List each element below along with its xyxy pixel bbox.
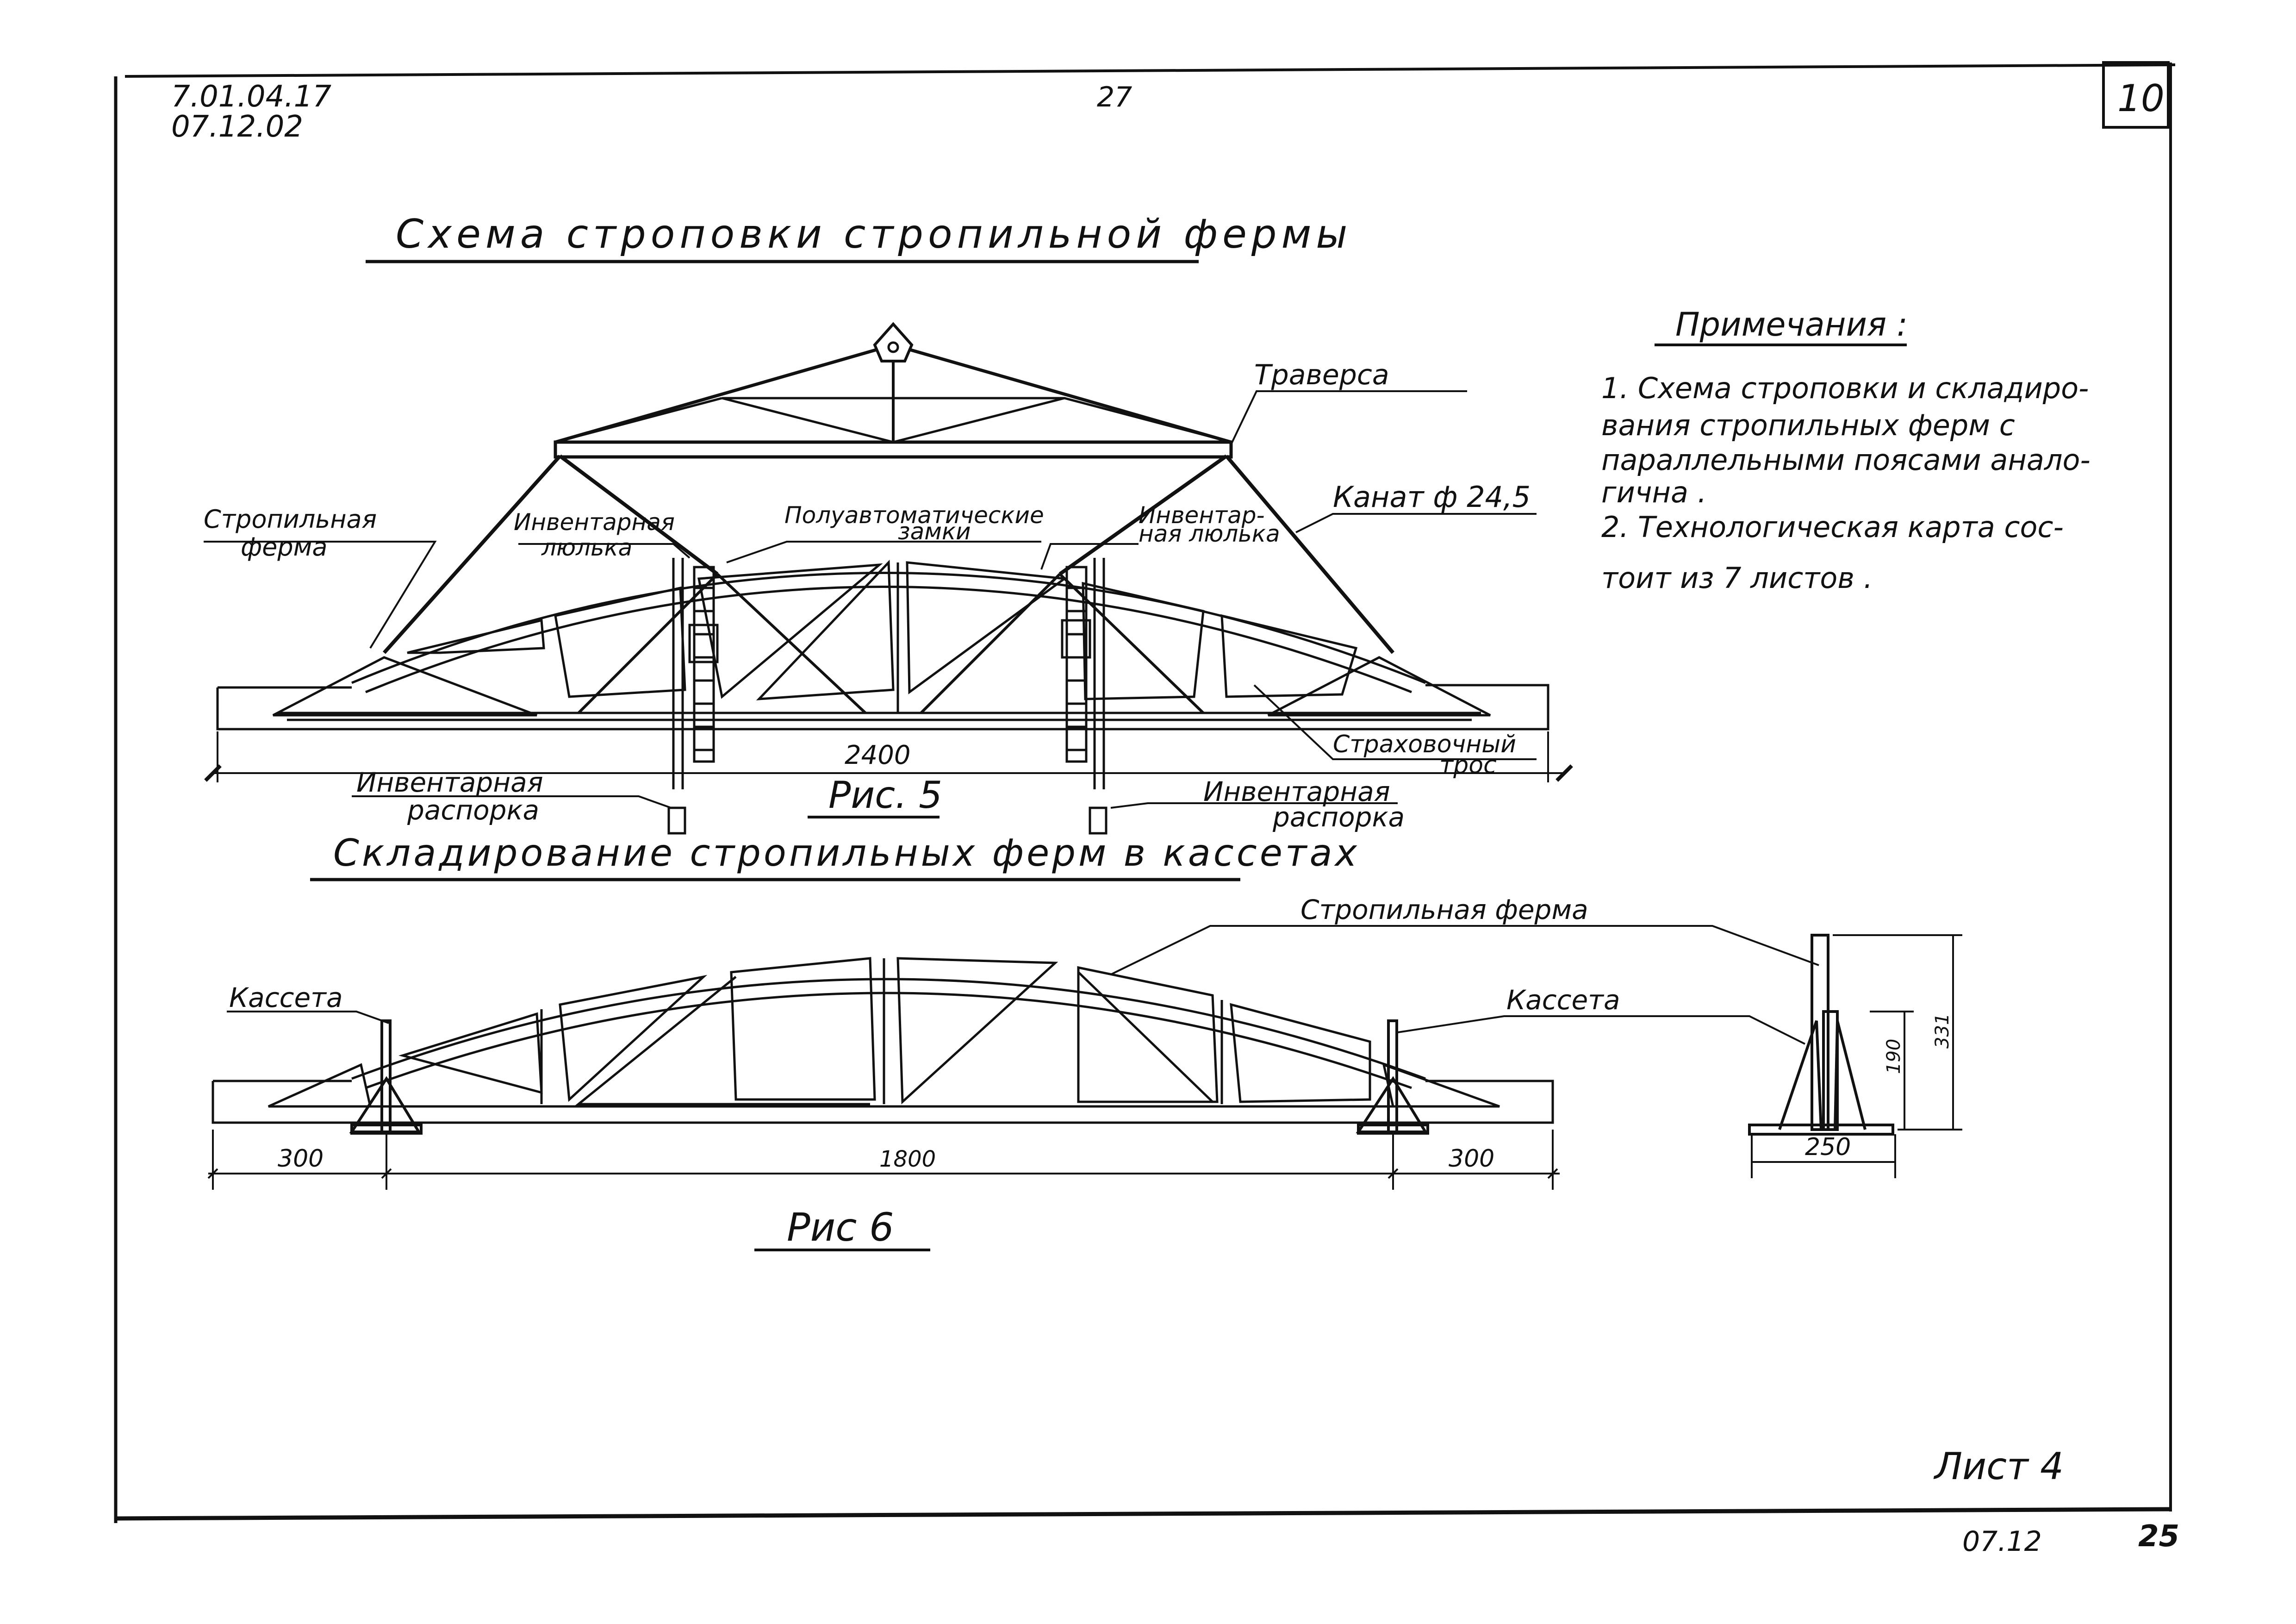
fig6-title: Складирование стропильных ферм в кассета… bbox=[333, 831, 1360, 874]
fig6-leaders bbox=[227, 925, 1819, 1045]
fig6-cassette-left bbox=[349, 1019, 423, 1135]
label-fig6-truss: Стропильная ферма bbox=[1300, 894, 1588, 925]
fig5-dimension-value: 2400 bbox=[845, 740, 911, 770]
fig6-dim-left: 300 bbox=[278, 1145, 324, 1173]
fig6-cassette-side-view bbox=[1748, 934, 1894, 1136]
fig6-dim-middle: 1800 bbox=[879, 1146, 936, 1172]
label-cassette-left: Кассета bbox=[229, 982, 343, 1013]
label-traverse: Траверса bbox=[1254, 359, 1389, 391]
fig5-dimension bbox=[204, 731, 1573, 782]
fig5-traverse bbox=[554, 322, 1233, 459]
notes-title: Примечания : bbox=[1675, 306, 1908, 344]
footer-number: 25 bbox=[2138, 1519, 2179, 1554]
notes-line-3: параллельными поясами анало- bbox=[1601, 443, 2091, 477]
label-cradle-right-2: ная люлька bbox=[1139, 520, 1280, 547]
fig5-slings bbox=[383, 454, 1395, 714]
fig6-caption: Рис 6 bbox=[787, 1205, 894, 1250]
fig5-truss bbox=[216, 559, 1549, 731]
label-rope: Канат ф 24,5 bbox=[1333, 480, 1531, 514]
label-cradle-left-2: люлька bbox=[541, 534, 632, 561]
label-safety-rope-1: Страховочный bbox=[1333, 731, 1516, 758]
label-cradle-right-1: Инвентар- bbox=[1139, 502, 1265, 529]
label-spacer-right-2: распорка bbox=[1272, 801, 1405, 833]
footer-date: 07.12 bbox=[1962, 1525, 2042, 1558]
footer-sheet: Лист 4 bbox=[1933, 1445, 2064, 1488]
label-cradle-left-1: Инвентарная bbox=[514, 509, 675, 536]
notes-line-4: гична . bbox=[1601, 475, 1706, 509]
fig6-dim-outer-height: 331 bbox=[1932, 1013, 1953, 1049]
fig5-cradle-right bbox=[1061, 558, 1108, 835]
label-locks-2: замки bbox=[898, 518, 971, 545]
notes-line-1: 1. Схема строповки и складиро- bbox=[1601, 371, 2089, 405]
label-truss-1: Стропильная bbox=[204, 505, 377, 534]
notes-line-5: 2. Технологическая карта сос- bbox=[1601, 510, 2064, 544]
fig5-leaders bbox=[204, 390, 1537, 809]
doc-date: 07.12.02 bbox=[171, 110, 303, 144]
label-truss-2: ферма bbox=[241, 532, 328, 562]
corner-mark: 10 bbox=[2117, 77, 2165, 120]
label-spacer-right-1: Инвентарная bbox=[1203, 776, 1390, 807]
fig5-caption: Рис. 5 bbox=[828, 774, 942, 817]
fig6-dim-right: 300 bbox=[1449, 1145, 1494, 1173]
fig6-cassette-right bbox=[1356, 1019, 1429, 1135]
fig6-dimension-line bbox=[207, 1130, 1560, 1190]
label-spacer-left-1: Инвентарная bbox=[356, 767, 543, 798]
label-cassette-right: Кассета bbox=[1506, 984, 1620, 1016]
fig5-cradle-left bbox=[667, 558, 719, 835]
notes-line-6: тоит из 7 листов . bbox=[1601, 561, 1873, 595]
fig6-truss bbox=[212, 957, 1554, 1124]
label-locks-1: Полуавтоматические bbox=[784, 502, 1044, 529]
page-number: 27 bbox=[1097, 81, 1132, 113]
fig6-dim-base: 250 bbox=[1805, 1133, 1851, 1161]
fig6-dim-inner-height: 190 bbox=[1883, 1039, 1904, 1074]
sheet-frame bbox=[114, 61, 2176, 1523]
fig5-title: Схема строповки стропильной фермы bbox=[396, 211, 1352, 257]
label-spacer-left-2: распорка bbox=[407, 794, 539, 826]
notes-line-2: вания стропильных ферм с bbox=[1601, 408, 2015, 442]
fig6-side-dimensions bbox=[1751, 934, 1962, 1178]
doc-code: 7.01.04.17 bbox=[171, 80, 331, 114]
label-safety-rope-2: трос bbox=[1439, 751, 1497, 779]
